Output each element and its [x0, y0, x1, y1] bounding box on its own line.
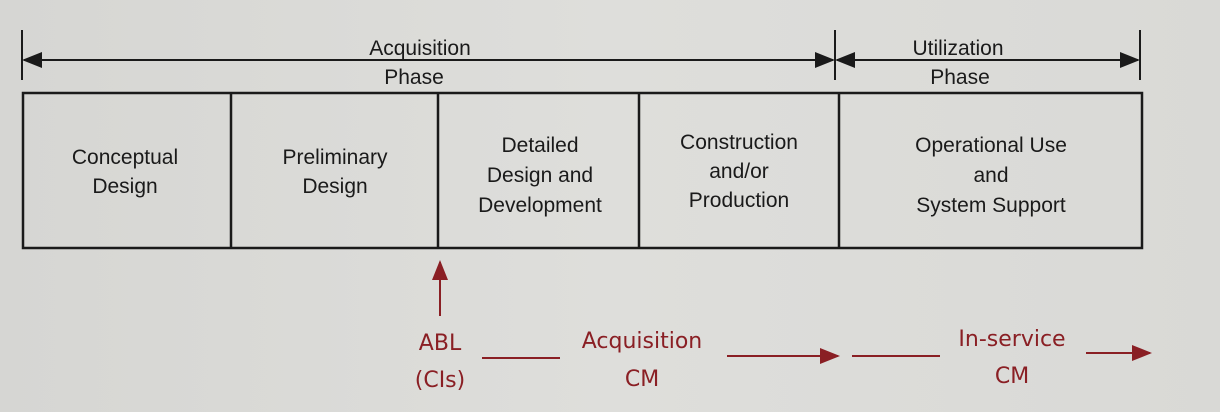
phase-span-arrows [21, 30, 1141, 80]
stage-text: Design [302, 175, 367, 198]
acquisition-cm-label-2: CM [625, 367, 659, 392]
stage-construction-production: Construction and/or Production [680, 131, 798, 212]
stage-text: and [973, 164, 1008, 187]
utilization-phase-label: Utilization [912, 37, 1003, 60]
stage-text: Production [689, 189, 789, 212]
stage-text: Preliminary [282, 146, 388, 169]
stage-preliminary-design: Preliminary Design [282, 146, 388, 198]
stage-text: Operational Use [915, 134, 1067, 157]
stage-text: Construction [680, 131, 798, 154]
stage-text: and/or [709, 160, 769, 183]
inservice-cm-label: In-service [958, 327, 1065, 352]
stage-conceptual-design: Conceptual Design [72, 146, 178, 198]
inservice-cm-label-2: CM [995, 364, 1029, 389]
acquisition-cm-label: Acquisition [582, 329, 703, 354]
stage-boxes [21, 91, 1144, 250]
stage-text: Design and [487, 164, 593, 187]
utilization-phase-label-2: Phase [930, 66, 990, 89]
stage-operational-use: Operational Use and System Support [915, 134, 1067, 217]
acquisition-phase-label: Acquisition [369, 37, 471, 60]
acquisition-phase-label-2: Phase [384, 66, 444, 89]
abl-cis-label: (CIs) [415, 368, 465, 393]
stage-text: Detailed [501, 134, 578, 157]
stage-text: System Support [916, 194, 1066, 217]
stage-text: Conceptual [72, 146, 178, 169]
stage-text: Development [478, 194, 602, 217]
stage-detailed-design: Detailed Design and Development [478, 134, 602, 217]
abl-label: ABL [419, 331, 462, 356]
stage-text: Design [92, 175, 157, 198]
